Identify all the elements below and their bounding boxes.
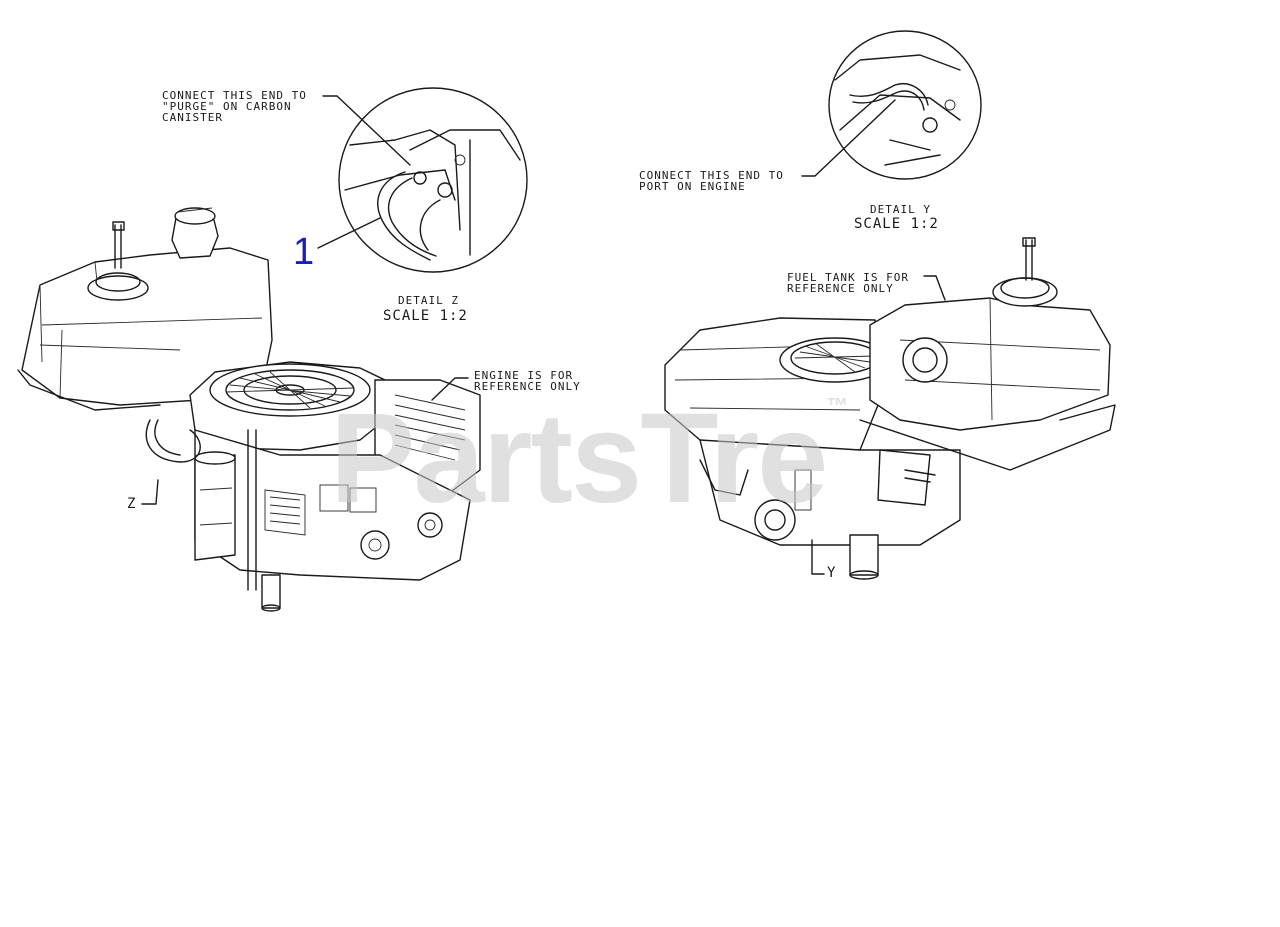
z-tag: Z (127, 496, 137, 512)
detail-y-circle (828, 30, 982, 180)
detail-z-circle (338, 87, 528, 273)
fuel-note-line-2: REFERENCE ONLY (787, 282, 894, 295)
watermark-logo: PartsTre™ (330, 387, 848, 530)
fuel-note-leader (923, 275, 946, 301)
z-tag-leader (141, 479, 159, 505)
y-tag-leader (811, 539, 825, 575)
z-connect-note-line-1: CONNECT THIS END TO (162, 89, 307, 102)
engine-note-line-2: REFERENCE ONLY (474, 380, 581, 393)
z-connect-note-line-2: "PURGE" ON CARBON (162, 100, 292, 113)
y-connect-note-line-1: CONNECT THIS END TO (639, 169, 784, 182)
right-engine (664, 317, 961, 580)
y-tag: Y (827, 565, 837, 581)
engine-note-leader (431, 377, 469, 401)
callout-1-leader (317, 217, 381, 249)
right-fuel-tank (859, 237, 1116, 483)
callout-1[interactable]: 1 (293, 231, 315, 273)
detail-y-title: DETAIL Y (870, 203, 931, 216)
y-connect-leader (801, 99, 896, 177)
engine-note-line-1: ENGINE IS FOR (474, 369, 574, 382)
z-connect-leader (322, 95, 411, 166)
detail-z-title: DETAIL Z (398, 294, 459, 307)
left-engine (145, 361, 481, 612)
y-connect-note-line-2: PORT ON ENGINE (639, 180, 746, 193)
z-connect-note-line-3: CANISTER (162, 111, 223, 124)
fuel-note-line-1: FUEL TANK IS FOR (787, 271, 909, 284)
detail-y-scale: SCALE 1:2 (854, 216, 939, 232)
detail-z-scale: SCALE 1:2 (383, 308, 468, 324)
left-fuel-tank (17, 207, 273, 411)
